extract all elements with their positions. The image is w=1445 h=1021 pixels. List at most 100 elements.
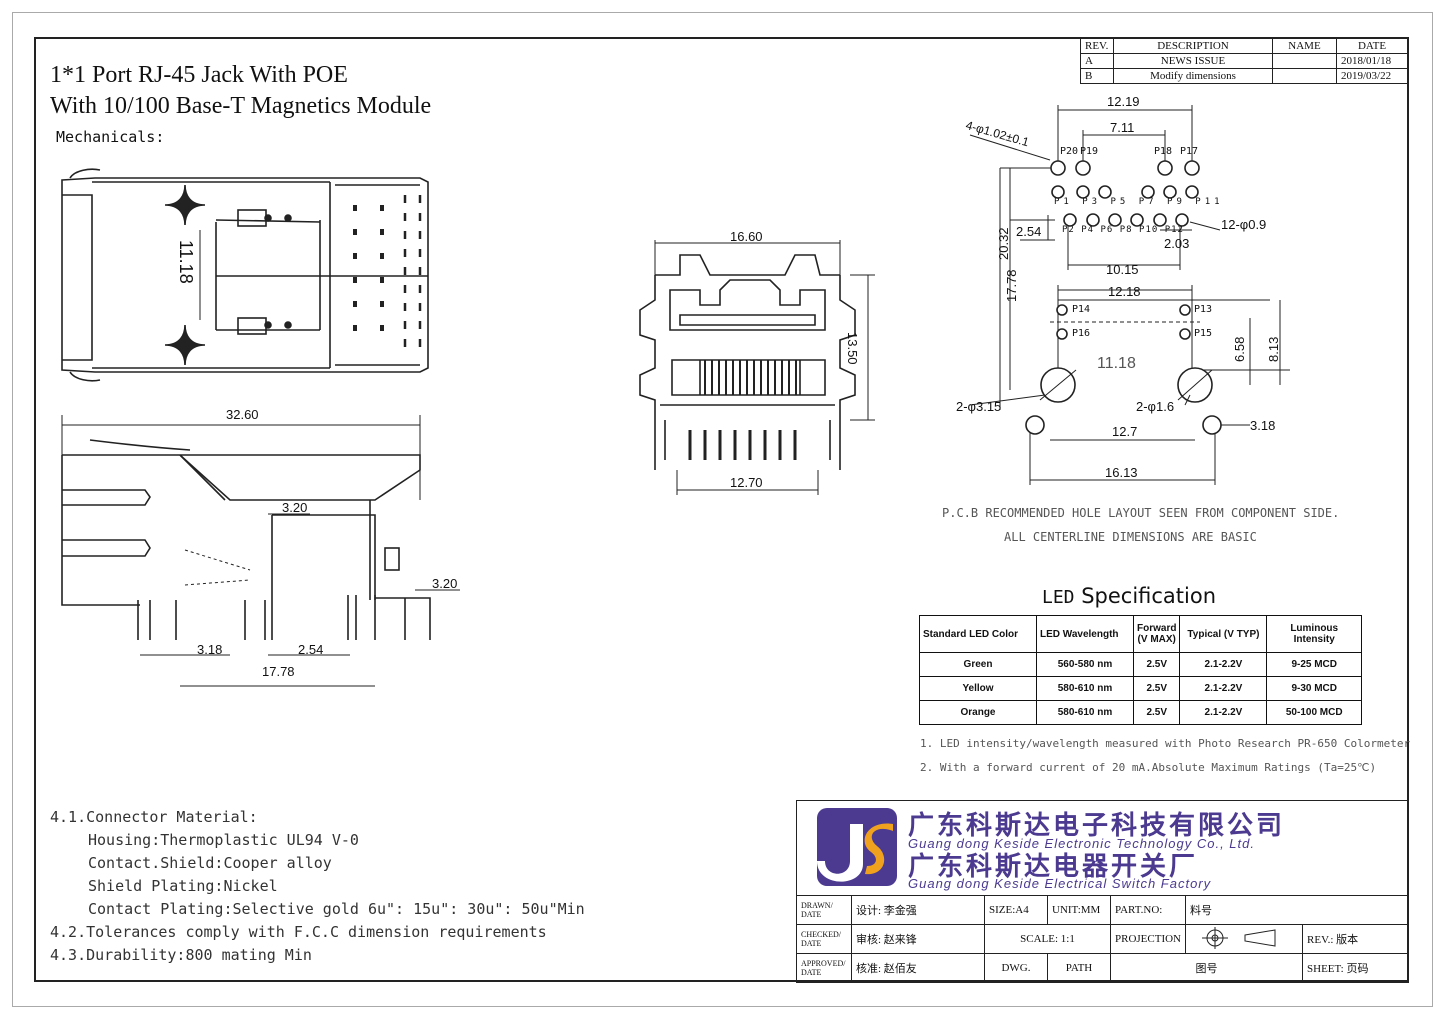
pin-row-top: P1 P3 P5 P7 P9 P11 — [1054, 197, 1224, 207]
led-title-part-b: Specification — [1074, 584, 1217, 608]
dim-pcb-7-11: 7.11 — [1110, 120, 1135, 135]
dim-pcb-11-18: 11.18 — [1097, 355, 1136, 372]
dim-side-3-20-b: 3.20 — [432, 576, 458, 591]
dim-pcb-12-7: 12.7 — [1112, 424, 1138, 439]
rev-row-b-date: 2019/03/22 — [1336, 68, 1408, 84]
pin-p15: P15 — [1194, 328, 1213, 339]
checked-label: CHECKED/ DATE — [796, 924, 852, 954]
pcb-note-2: ALL CENTERLINE DIMENSIONS ARE BASIC — [1004, 530, 1257, 544]
pin-p17: P17 — [1180, 146, 1199, 157]
pin-p20: P20 — [1060, 146, 1079, 157]
revision-table: REV. DESCRIPTION NAME DATE A NEWS ISSUE … — [1080, 38, 1408, 84]
title-line-2: With 10/100 Base-T Magnetics Module — [50, 93, 432, 119]
led-cell: Orange — [919, 700, 1037, 725]
projection-label: PROJECTION — [1109, 924, 1187, 954]
scale-cell: SCALE: 1:1 — [984, 924, 1111, 954]
note-contact-plating: Contact Plating:Selective gold 6u": 15u"… — [88, 900, 585, 918]
led-title-part-a: LED — [1042, 587, 1075, 608]
drawn-label: DRAWN/ DATE — [796, 895, 852, 925]
led-row-green: Green 560-580 nm 2.5V 2.1-2.2V 9-25 MCD — [919, 652, 1362, 677]
title-line-1: 1*1 Port RJ-45 Jack With POE — [50, 62, 348, 88]
led-header-wavelength: LED Wavelength — [1036, 615, 1134, 653]
pin-p19: P19 — [1080, 146, 1099, 157]
dim-pcb-10-15: 10.15 — [1106, 262, 1139, 277]
dim-pcb-2-54: 2.54 — [1016, 224, 1042, 239]
led-header-color: Standard LED Color — [919, 615, 1037, 653]
dim-side-length: 32.60 — [226, 407, 259, 422]
projection-symbol — [1185, 924, 1304, 954]
approved-value: 核准: 赵佰友 — [851, 953, 985, 983]
company-name-en-2: Guang dong Keside Electrical Switch Fact… — [908, 876, 1212, 891]
outer-border — [12, 12, 1433, 1007]
title-block-table: DRAWN/ DATE 设计: 李金强 SIZE:A4 UNIT:MM PART… — [796, 895, 1409, 983]
dim-pcb-3-18: 3.18 — [1250, 418, 1276, 433]
note-housing: Housing:Thermoplastic UL94 V-0 — [88, 831, 359, 849]
led-spec-title: LED Specification — [1042, 584, 1216, 608]
pcb-layout — [999, 105, 1290, 485]
led-cell: 2.5V — [1132, 652, 1181, 677]
company-logo — [817, 808, 897, 886]
led-cell: 2.1-2.2V — [1179, 700, 1268, 725]
rev-header-date: DATE — [1336, 38, 1408, 54]
projection-symbol-icon — [1202, 926, 1276, 949]
approved-label: APPROVED/ DATE — [796, 953, 852, 983]
dim-front-height: 13.50 — [845, 332, 860, 365]
note-shield-plating: Shield Plating:Nickel — [88, 877, 278, 895]
rev-row-b-desc: Modify dimensions — [1113, 68, 1273, 84]
unit-cell: UNIT:MM — [1047, 895, 1111, 925]
side-view — [61, 415, 460, 687]
dim-front-bottom: 12.70 — [730, 475, 763, 490]
part-no-value: 料号 — [1185, 895, 1409, 925]
led-cell: Yellow — [919, 676, 1037, 701]
company-name-en-1: Guang dong Keside Electronic Technology … — [908, 836, 1255, 851]
front-view — [639, 240, 875, 495]
dim-pcb-6-58: 6.58 — [1232, 336, 1247, 362]
dim-side-3-20-a: 3.20 — [282, 500, 308, 515]
dim-pcb-20-32: 20.32 — [996, 227, 1011, 260]
path-cell: PATH — [1047, 953, 1111, 983]
pin-p16: P16 — [1072, 328, 1091, 339]
led-cell: 2.1-2.2V — [1179, 676, 1268, 701]
pin-p13: P13 — [1194, 304, 1213, 315]
led-cell: 2.5V — [1132, 676, 1181, 701]
company-name-cn-2: 广东科斯达电器开关厂 — [908, 852, 1199, 882]
dim-top-view-height: 11.18 — [176, 240, 196, 284]
led-cell: 580-610 nm — [1036, 700, 1134, 725]
pcb-note-1: P.C.B RECOMMENDED HOLE LAYOUT SEEN FROM … — [942, 506, 1340, 520]
dim-pcb-2-03: 2.03 — [1164, 236, 1190, 251]
drawing-number: 图号 — [1109, 953, 1304, 983]
dim-pcb-16-13: 16.13 — [1105, 465, 1138, 480]
material-notes: 4.1.Connector Material: Housing:Thermopl… — [50, 806, 585, 967]
dim-pcb-17-78: 17.78 — [1004, 269, 1019, 302]
drawing-frame — [34, 37, 1409, 982]
pin-row-bottom: P2 P4 P6 P8 P10 P12 — [1062, 225, 1184, 235]
led-cell: 560-580 nm — [1036, 652, 1134, 677]
dim-pcb-12-19: 12.19 — [1107, 94, 1140, 109]
led-row-yellow: Yellow 580-610 nm 2.5V 2.1-2.2V 9-30 MCD — [919, 676, 1362, 701]
dwg-label: DWG. — [984, 953, 1048, 983]
note-contact-shield: Contact.Shield:Cooper alloy — [88, 854, 332, 872]
led-header-forward: Forward (V MAX) — [1132, 615, 1181, 653]
dim-front-width: 16.60 — [730, 229, 763, 244]
size-cell: SIZE:A4 — [984, 895, 1048, 925]
checked-value: 审核: 赵来锋 — [851, 924, 985, 954]
note-4-2: 4.2.Tolerances comply with F.C.C dimensi… — [50, 923, 547, 941]
part-no-label: PART.NO: — [1109, 895, 1187, 925]
led-cell: 580-610 nm — [1036, 676, 1134, 701]
note-4-1: 4.1.Connector Material: — [50, 808, 258, 826]
led-cell: Green — [919, 652, 1037, 677]
led-cell: 9-25 MCD — [1266, 652, 1362, 677]
led-row-orange: Orange 580-610 nm 2.5V 2.1-2.2V 50-100 M… — [919, 700, 1362, 725]
company-name-cn-1: 广东科斯达电子科技有限公司 — [908, 811, 1286, 841]
led-note-1: 1. LED intensity/wavelength measured wit… — [920, 737, 1411, 750]
drawn-value: 设计: 李金强 — [851, 895, 985, 925]
led-header-luminous: Luminous Intensity — [1266, 615, 1362, 653]
top-view — [61, 168, 429, 382]
led-cell: 50-100 MCD — [1266, 700, 1362, 725]
section-mechanicals: Mechanicals: — [56, 128, 165, 146]
dim-side-17-78: 17.78 — [262, 664, 295, 679]
led-note-2: 2. With a forward current of 20 mA.Absol… — [920, 761, 1377, 774]
led-header-typical: Typical (V TYP) — [1179, 615, 1268, 653]
note-4-3: 4.3.Durability:800 mating Min — [50, 946, 312, 964]
